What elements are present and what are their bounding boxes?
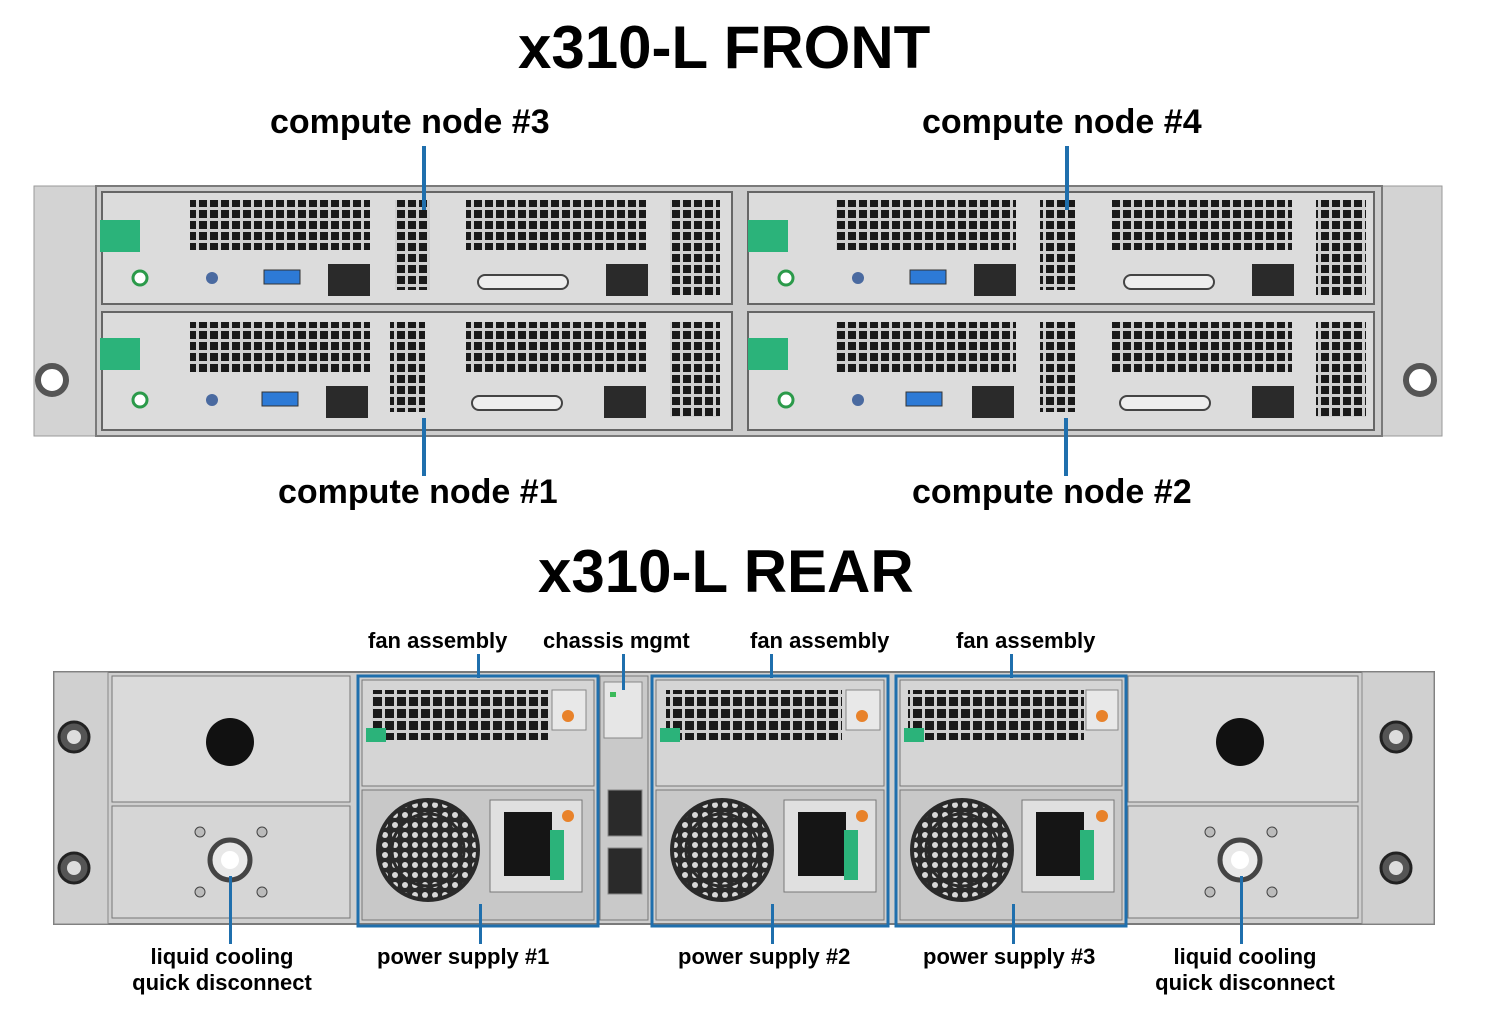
label-liquid-cooling-right-line2: quick disconnect [1155,970,1335,995]
label-power-supply-3: power supply #3 [923,944,1096,969]
leader-fan-1 [477,654,480,678]
label-fan-assembly-2: fan assembly [750,628,890,653]
leader-cooling-left [229,876,232,944]
psu-module-1 [356,674,600,928]
label-compute-node-2: compute node #2 [912,473,1192,511]
leader-psu-1 [479,904,482,944]
label-compute-node-4: compute node #4 [922,103,1202,141]
label-power-supply-2: power supply #2 [678,944,851,969]
front-node-sleds [100,191,1375,431]
label-fan-assembly-1: fan assembly [368,628,508,653]
rear-title: x310-L REAR [538,538,914,605]
label-fan-assembly-3: fan assembly [956,628,1096,653]
psu-module-3 [894,674,1128,928]
label-liquid-cooling-right: liquid cooling quick disconnect [1144,944,1346,996]
leader-fan-2 [770,654,773,678]
label-liquid-cooling-left: liquid cooling quick disconnect [122,944,322,996]
label-chassis-mgmt: chassis mgmt [543,628,690,653]
front-rack-ear-right [1379,185,1443,437]
label-liquid-cooling-left-line1: liquid cooling [150,944,294,969]
leader-node-1 [422,418,426,476]
front-rack-ear-left [33,185,101,437]
leader-fan-3 [1010,654,1013,678]
label-liquid-cooling-right-line1: liquid cooling [1173,944,1317,969]
leader-chassis-mgmt [622,654,625,690]
leader-node-4 [1065,146,1069,210]
psu-module-2 [650,674,890,928]
leader-node-2 [1064,418,1068,476]
label-power-supply-1: power supply #1 [377,944,550,969]
leader-node-3 [422,146,426,210]
leader-psu-3 [1012,904,1015,944]
leader-psu-2 [771,904,774,944]
front-title: x310-L FRONT [518,14,931,81]
label-compute-node-1: compute node #1 [278,473,558,511]
label-liquid-cooling-left-line2: quick disconnect [132,970,312,995]
label-compute-node-3: compute node #3 [270,103,550,141]
leader-cooling-right [1240,876,1243,944]
